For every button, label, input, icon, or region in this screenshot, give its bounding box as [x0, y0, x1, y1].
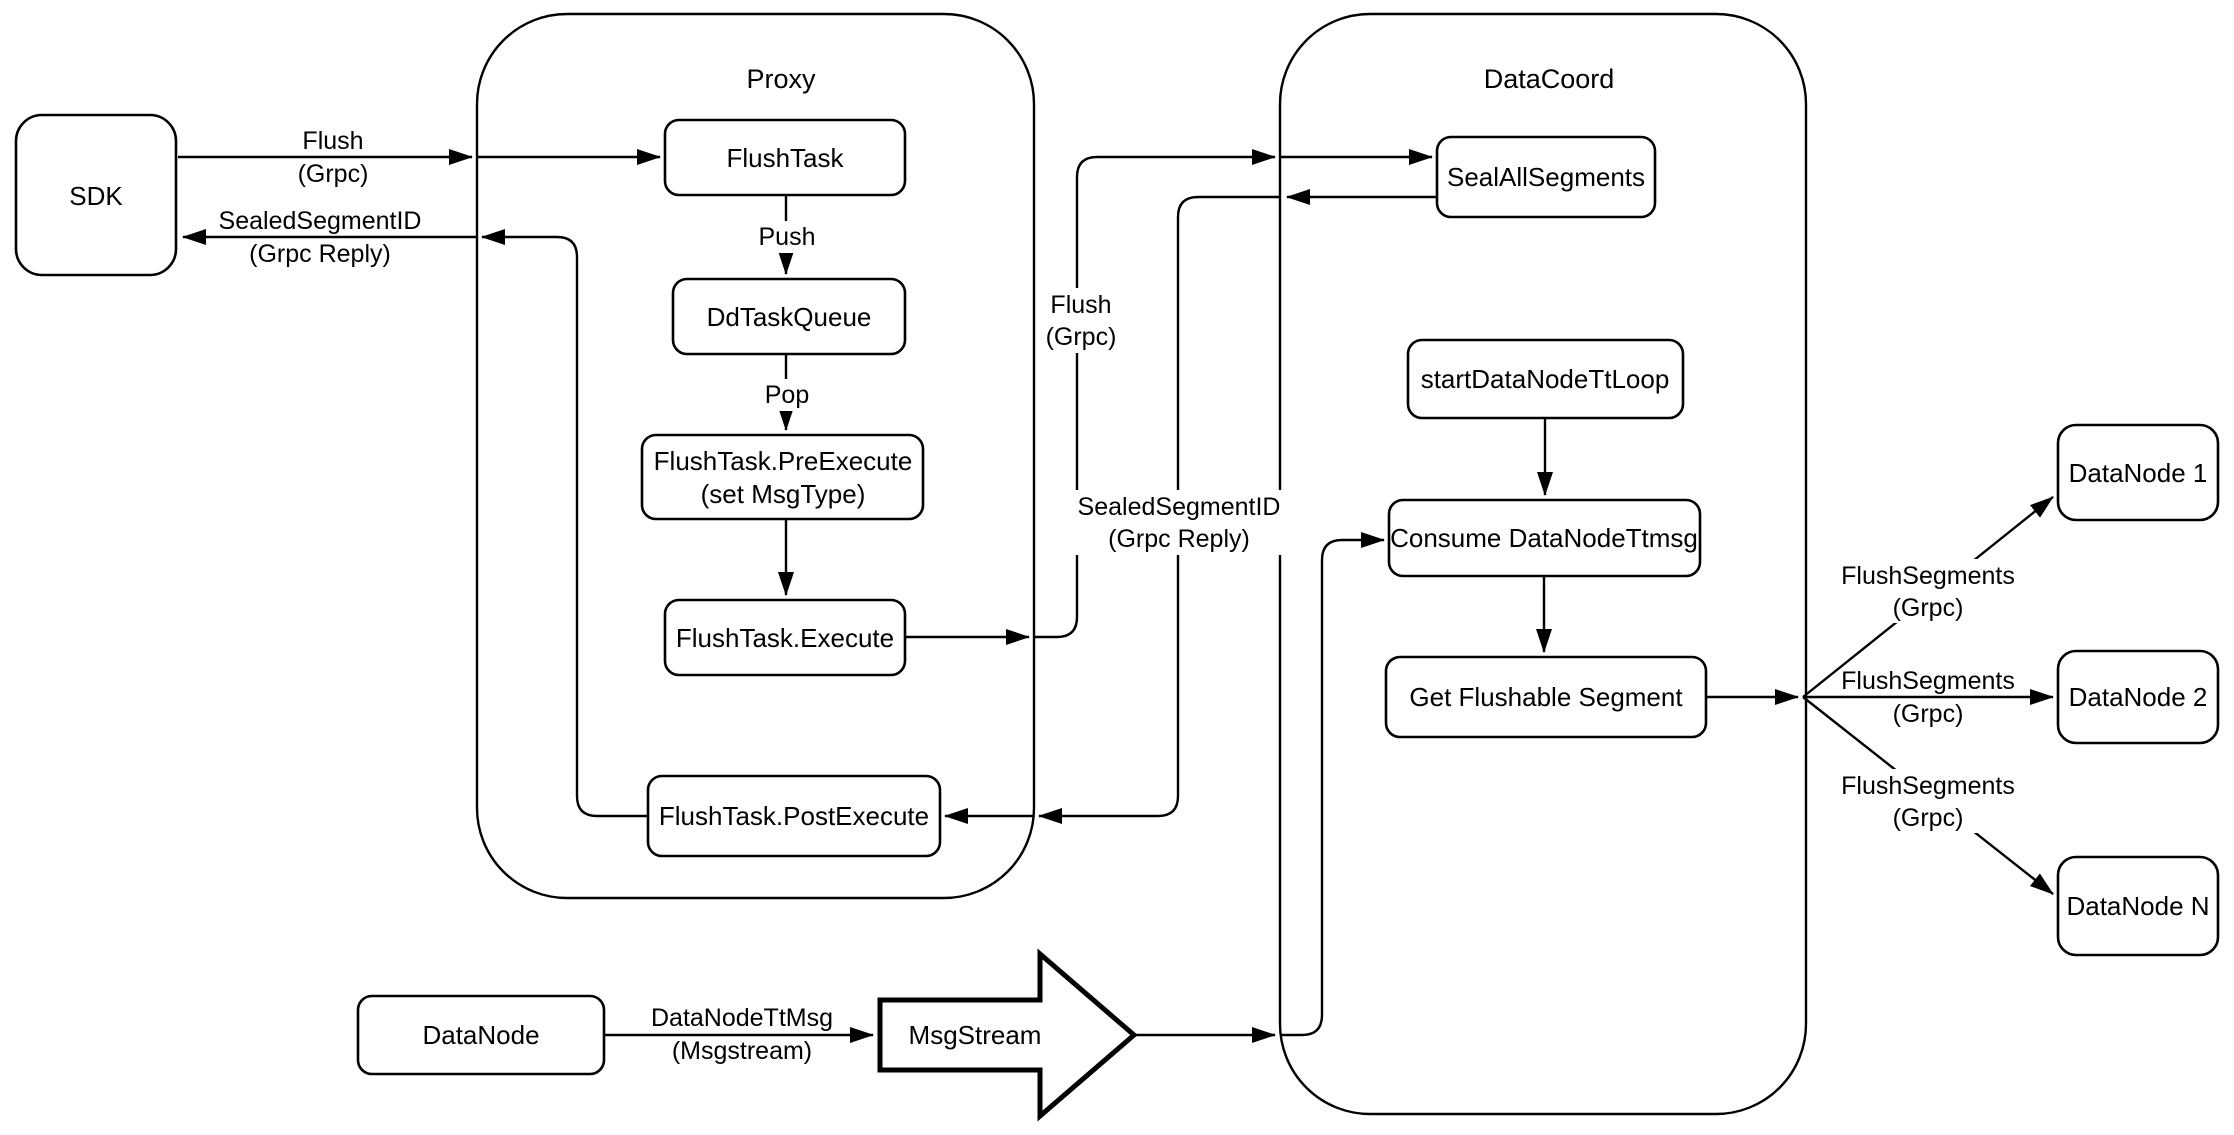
node-flushtask-box: [663, 118, 907, 197]
node-flushtask-postexecute-label: FlushTask.PostExecute: [659, 801, 929, 831]
edge-label-datanodettmsg: DataNodeTtMsg (Msgstream): [651, 1004, 833, 1065]
edge-label-flushsegments-3: FlushSegments (Grpc): [1841, 772, 2015, 832]
msgstream-arrow-shape: [877, 948, 1138, 1122]
node-flushtask-preexecute-label-line2: (set MsgType): [701, 479, 866, 509]
node-datanode-n-box: [2056, 855, 2220, 957]
label-bg-sealed-mid: [1070, 490, 1288, 555]
node-flushtask-postexecute: FlushTask.PostExecute: [646, 774, 942, 858]
edge-label-flush-sdk-line1: Flush: [302, 127, 363, 155]
node-get-flushable-segment-label: Get Flushable Segment: [1409, 682, 1683, 712]
edge-datacoord-to-consume: [1280, 532, 1385, 1037]
node-flushtask-preexecute-box: [640, 433, 925, 521]
node-datanode-1: DataNode 1: [2056, 423, 2220, 522]
edge-label-sealedsegmentid-mid-line1: SealedSegmentID: [1078, 493, 1281, 521]
node-datanode-n-label: DataNode N: [2066, 891, 2209, 921]
node-startdatanodettloop-label: startDataNodeTtLoop: [1421, 364, 1670, 394]
node-flushtask-preexecute-label-line1: FlushTask.PreExecute: [654, 446, 913, 476]
node-ddtaskqueue-box: [671, 277, 907, 356]
node-datanode-1-box: [2056, 423, 2220, 522]
edge-label-sealedsegmentid-mid: SealedSegmentID (Grpc Reply): [1078, 493, 1281, 553]
node-flushtask-postexecute-box: [646, 774, 942, 858]
node-flushtask: FlushTask: [663, 118, 907, 197]
node-ddtaskqueue-label: DdTaskQueue: [707, 302, 872, 332]
proxy-container: [475, 12, 1036, 900]
node-datanode-bottom-label: DataNode: [422, 1020, 539, 1050]
edge-label-flush-sdk: Flush (Grpc): [298, 127, 369, 188]
node-sdk-box: [14, 113, 178, 277]
edge-label-sealedsegmentid-sdk-line2: (Grpc Reply): [249, 240, 391, 268]
edge-label-flushsegments-2-line2: (Grpc): [1893, 700, 1964, 728]
edge-label-flushsegments-2: FlushSegments (Grpc): [1841, 667, 2015, 728]
node-flushtask-preexecute: FlushTask.PreExecute (set MsgType): [640, 433, 925, 521]
node-datanode-1-label: DataNode 1: [2069, 458, 2208, 488]
node-datanode-2-label: DataNode 2: [2069, 682, 2208, 712]
node-consume-datanodettmsg: Consume DataNodeTtmsg: [1387, 498, 1702, 578]
node-datanode-2-box: [2056, 649, 2220, 745]
node-consume-datanodettmsg-label: Consume DataNodeTtmsg: [1390, 523, 1698, 553]
node-datanode-n: DataNode N: [2056, 855, 2220, 957]
edge-label-flushsegments-3-line1: FlushSegments: [1841, 772, 2015, 800]
datacoord-container-title: DataCoord: [1484, 64, 1615, 94]
edge-label-flush-sdk-line2: (Grpc): [298, 160, 369, 188]
node-startdatanodettloop: startDataNodeTtLoop: [1406, 338, 1685, 420]
node-flushtask-execute-box: [663, 598, 907, 677]
node-sdk-label: SDK: [69, 181, 123, 211]
edge-label-flushsegments-1-line1: FlushSegments: [1841, 562, 2015, 590]
edge-label-flush-mid: Flush (Grpc): [1046, 291, 1117, 351]
label-bg-pop: [756, 379, 818, 411]
edge-label-flushsegments-3-line2: (Grpc): [1893, 804, 1964, 832]
edge-label-flush-mid-line2: (Grpc): [1046, 323, 1117, 351]
node-sealallsegments-label: SealAllSegments: [1447, 162, 1645, 192]
node-msgstream: MsgStream: [877, 948, 1138, 1122]
node-sealallsegments-box: [1435, 135, 1657, 219]
label-bg-flushsegments-1: [1832, 559, 2026, 623]
edge-postexecute-to-proxy-edge: [481, 229, 648, 818]
edge-label-pop: Pop: [765, 381, 809, 409]
node-get-flushable-segment-box: [1384, 655, 1708, 739]
node-get-flushable-segment: Get Flushable Segment: [1384, 655, 1708, 739]
node-datanode-bottom-box: [356, 994, 606, 1076]
edge-label-datanodettmsg-line2: (Msgstream): [672, 1037, 812, 1065]
edge-label-flush-mid-line1: Flush: [1050, 291, 1111, 319]
edge-label-flushsegments-2-line1: FlushSegments: [1841, 667, 2015, 695]
edge-label-flushsegments-1: FlushSegments (Grpc): [1841, 562, 2015, 622]
node-msgstream-label: MsgStream: [909, 1020, 1042, 1050]
node-sdk: SDK: [14, 113, 178, 277]
edge-label-push: Push: [759, 223, 816, 251]
node-consume-datanodettmsg-box: [1387, 498, 1702, 578]
node-flushtask-execute: FlushTask.Execute: [663, 598, 907, 677]
label-bg-flushsegments-3: [1832, 769, 2026, 833]
proxy-container-title: Proxy: [746, 64, 816, 94]
node-sealallsegments: SealAllSegments: [1435, 135, 1657, 219]
label-bg-flush-mid: [1036, 288, 1126, 353]
edge-label-sealedsegmentid-sdk: SealedSegmentID (Grpc Reply): [219, 207, 422, 268]
edge-label-datanodettmsg-line1: DataNodeTtMsg: [651, 1004, 833, 1032]
node-datanode-2: DataNode 2: [2056, 649, 2220, 745]
node-ddtaskqueue: DdTaskQueue: [671, 277, 907, 356]
datacoord-container: [1278, 12, 1808, 1116]
edge-label-flushsegments-1-line2: (Grpc): [1893, 594, 1964, 622]
node-flushtask-execute-label: FlushTask.Execute: [676, 623, 894, 653]
node-datanode-bottom: DataNode: [356, 994, 606, 1076]
node-flushtask-label: FlushTask: [726, 143, 844, 173]
edge-label-sealedsegmentid-mid-line2: (Grpc Reply): [1108, 525, 1250, 553]
label-bg-push: [752, 221, 820, 253]
edge-proxy-to-datacoord-flush: [1034, 149, 1276, 639]
edge-label-sealedsegmentid-sdk-line1: SealedSegmentID: [219, 207, 422, 235]
node-startdatanodettloop-box: [1406, 338, 1685, 420]
